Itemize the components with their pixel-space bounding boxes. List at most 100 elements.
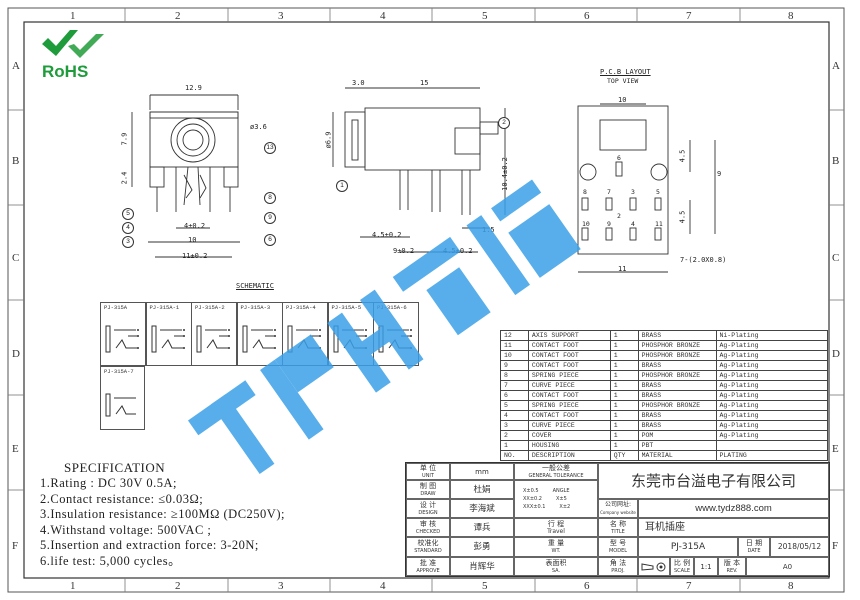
schematic-header: PJ-315A-5 (331, 304, 362, 311)
dim-label: 4.5±0.2 (443, 247, 473, 255)
bom-cell: CONTACT FOOT (527, 360, 611, 371)
bom-cell: PHOSPHOR BRONZE (637, 400, 717, 411)
ruler-column-label: 5 (482, 10, 488, 22)
bom-cell: 10 (500, 350, 529, 361)
bom-cell: PBT (637, 440, 717, 451)
bom-cell: 4 (500, 410, 529, 421)
schematic-header: PJ-315A-2 (195, 304, 225, 311)
bom-cell: 1 (609, 340, 639, 351)
dim-label: 4.5±0.2 (372, 231, 402, 239)
tb-design-value: 李海斌 (450, 499, 514, 518)
tb-approve-value: 肖辉华 (450, 557, 514, 576)
dim-label: 11±0.2 (182, 252, 208, 260)
rohs-text: RoHS (42, 62, 89, 81)
ruler-column-label: 2 (175, 10, 181, 22)
bom-cell: CONTACT FOOT (527, 410, 611, 421)
bom-cell: POM (637, 430, 717, 441)
callout-circle: 6 (264, 234, 276, 246)
dim-label: 4.5 (678, 210, 687, 224)
ruler-column-label: 3 (278, 580, 284, 592)
tb-website: www.tydz888.com (638, 499, 829, 518)
bom-cell: 7 (500, 380, 529, 391)
bom-cell: Ag-Plating (715, 340, 828, 351)
bom-cell: CURVE PIECE (527, 420, 611, 431)
bom-cell: 3 (500, 420, 529, 431)
spec-item: 5.Insertion and extraction force: 3-20N; (40, 538, 259, 552)
schematic-header: PJ-315A-6 (377, 304, 407, 311)
bom-cell: CONTACT FOOT (527, 350, 611, 361)
ruler-row-label: F (12, 540, 19, 552)
bom-cell: Ag-Plating (715, 430, 828, 441)
tb-draw-value: 杜娟 (450, 480, 514, 499)
bom-cell: Ni-Plating (715, 330, 828, 341)
bom-cell: Ag-Plating (715, 380, 828, 391)
bom-cell: BRASS (637, 420, 717, 431)
side-view (332, 87, 506, 253)
tb-website-label: 公司网址:Company website (598, 499, 638, 518)
ruler-row-label: B (832, 155, 840, 167)
dim-label: 7.9 (120, 132, 129, 146)
dim-label: 3.0 (352, 79, 365, 87)
spec-item: 3.Insulation resistance: ≥100MΩ (DC250V)… (40, 507, 285, 521)
bom-cell: Ag-Plating (715, 360, 828, 371)
dim-label: 15 (420, 79, 429, 87)
bom-cell: 1 (609, 390, 639, 401)
spec-item: 6.life test: 5,000 cycles。 (40, 553, 182, 568)
dim-label: ø3.6 (250, 123, 267, 131)
dim-label: 1.5 (482, 226, 495, 234)
bom-cell: Ag-Plating (715, 400, 828, 411)
schematic-symbol (287, 325, 321, 353)
schematic-header: PJ-315A-3 (240, 304, 271, 311)
bom-cell: 1 (609, 370, 639, 381)
schematic-header: PJ-315A-1 (149, 304, 180, 311)
dim-label: 11 (618, 265, 627, 273)
pcb-title: P.C.B LAYOUT (600, 68, 651, 76)
dim-label: 10 (188, 236, 197, 244)
schematic-symbol (333, 325, 367, 353)
projection-icon (641, 562, 666, 571)
pcb-pin-label: 2 (617, 212, 621, 220)
pcb-pin-label: 9 (607, 220, 611, 228)
bom-cell: BRASS (637, 360, 717, 371)
schematic-symbol (196, 325, 230, 353)
pcb-pin-label: 10 (582, 220, 590, 228)
tb-check-value: 谭兵 (450, 518, 514, 537)
ruler-row-label: F (832, 540, 839, 552)
schematic-symbol (242, 325, 276, 353)
pcb-layout (577, 103, 716, 273)
bom-cell: PHOSPHOR BRONZE (637, 370, 717, 381)
bom-cell (715, 440, 828, 451)
tb-date-value: 2018/05/12 (770, 537, 829, 557)
bom-cell: 1 (500, 440, 529, 451)
dim-label: 7-(2.0X0.8) (680, 256, 727, 264)
bom-cell: PHOSPHOR BRONZE (637, 350, 717, 361)
pcb-pin-label: 3 (631, 188, 635, 196)
pcb-pin-label: 5 (656, 188, 660, 196)
bom-cell: 1 (609, 420, 639, 431)
bom-cell: COVER (527, 430, 611, 441)
bom-cell: 1 (609, 330, 639, 341)
bom-cell: CONTACT FOOT (527, 390, 611, 401)
ruler-column-label: 2 (175, 580, 181, 592)
pcb-pin-label: 6 (617, 154, 621, 162)
ruler-row-label: E (832, 443, 839, 455)
bom-cell: CURVE PIECE (527, 380, 611, 391)
bom-cell: 8 (500, 370, 529, 381)
pcb-pin-label: 4 (631, 220, 635, 228)
ruler-row-label: E (12, 443, 19, 455)
